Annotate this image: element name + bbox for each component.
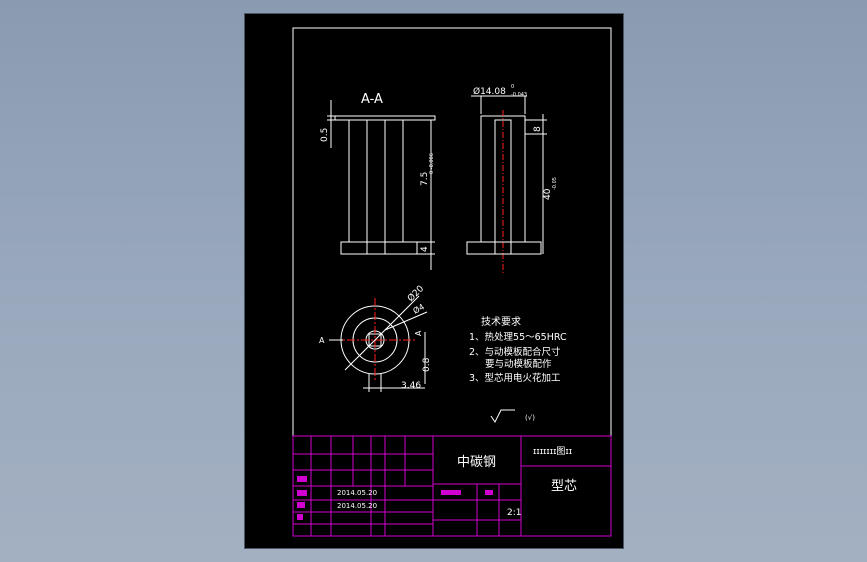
section-view-aa: A-A 0.5 7.5 0 -0.006 4 [320,92,436,270]
scale: 2:1 [507,508,521,518]
section-mark-right: A [414,330,423,336]
note-2: 2、与动模板配合尺寸 [469,346,561,358]
header-glyphs: ɪɪɪɪɪɪɪ图ɪɪ [533,446,572,457]
dim-width: 3.46 [401,381,421,391]
dim-bore: 7.5 [420,172,430,186]
dim-bore-tol: 0 -0.006 [429,153,435,174]
cad-drawing: A-A 0.5 7.5 0 -0.006 4 Ø14.08 0 -0.043 [292,27,612,537]
drawing-sheet: A-A 0.5 7.5 0 -0.006 4 Ø14.08 0 -0.043 [244,13,624,549]
dim-length: 40 [543,188,553,200]
drawing-frame [292,27,612,537]
date-2: 2014.05.20 [337,502,377,510]
dim-top-thickness: 0.5 [320,128,330,142]
date-1: 2014.05.20 [337,489,377,497]
note-1: 1、热处理55～65HRC [469,331,567,343]
dim-head-height: 8 [533,126,543,132]
dim-diameter-tol-lower: -0.043 [511,92,527,98]
roughness-note: (√) [525,414,535,422]
roughness-symbol-icon [490,409,515,423]
dim-length-tol: -0.05 [552,177,558,190]
section-label: A-A [361,92,383,107]
elevation-view: Ø14.08 0 -0.043 8 40 -0.05 [466,84,558,274]
note-3: 3、型芯用电火花加工 [469,372,561,384]
top-view: Ø20 Ø4 A A 0.8 3.46 [319,283,432,392]
dim-diameter-tol-upper: 0 [511,84,514,90]
part-name: 型芯 [551,479,577,494]
section-mark-left: A [319,336,325,345]
dim-offset: 0.8 [422,357,432,372]
dim-diameter: Ø14.08 [473,86,506,97]
title-block: 中碳钢 ɪɪɪɪɪɪɪ图ɪɪ 型芯 2:1 2014.05.20 2014.05… [292,435,612,537]
dim-base-height: 4 [420,246,430,252]
technical-notes: 技术要求 1、热处理55～65HRC 2、与动模板配合尺寸 要与动模板配作 3、… [469,315,567,423]
material: 中碳钢 [457,455,496,470]
dim-outer-dia: Ø20 [405,283,426,304]
notes-title: 技术要求 [481,315,521,328]
dim-inner-dia: Ø4 [411,301,426,315]
note-2b: 要与动模板配作 [485,358,552,370]
